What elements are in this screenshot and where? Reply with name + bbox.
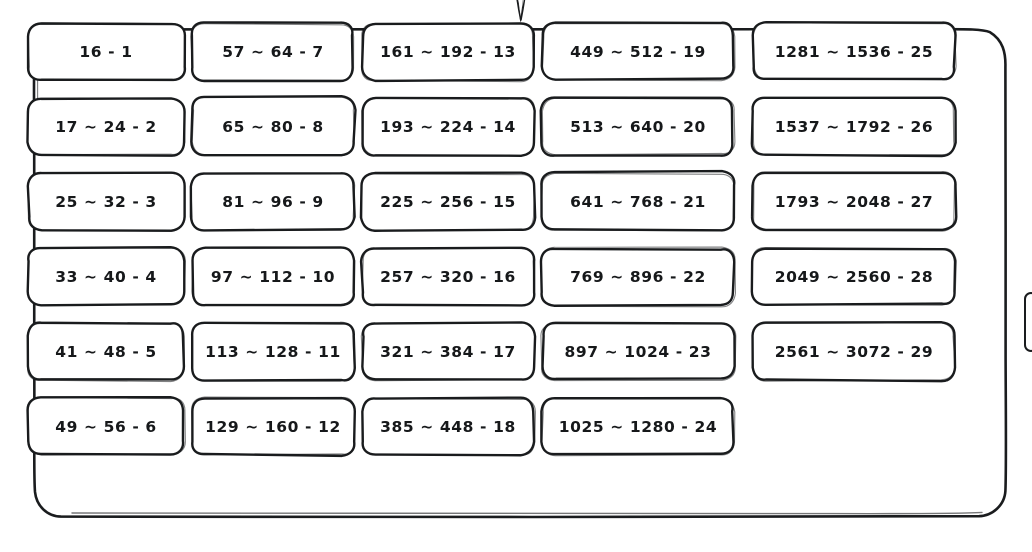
size-class-label: 25 ~ 32 - 3 [55,192,157,211]
size-class-box[interactable]: 897 ~ 1024 - 23 [540,321,737,382]
size-class-label: 97 ~ 112 - 10 [210,267,336,286]
size-class-box[interactable]: 81 ~ 96 - 9 [189,171,356,232]
size-class-box[interactable]: 2561 ~ 3072 - 29 [751,321,957,383]
size-class-label: 113 ~ 128 - 11 [205,342,341,361]
size-class-box[interactable]: 321 ~ 384 - 17 [360,321,537,382]
size-class-box[interactable]: 193 ~ 224 - 14 [360,96,536,157]
size-class-box[interactable]: 161 ~ 192 - 13 [360,21,536,83]
size-class-label: 449 ~ 512 - 19 [570,42,706,61]
offscreen-neighbor-sliver [1024,292,1032,352]
size-class-label: 17 ~ 24 - 2 [55,117,157,136]
size-class-label: 16 - 1 [79,42,133,61]
size-class-label: 81 ~ 96 - 9 [222,192,324,211]
size-class-box[interactable]: 2049 ~ 2560 - 28 [750,246,957,307]
size-class-box[interactable]: 113 ~ 128 - 11 [190,321,356,382]
size-class-box[interactable]: 97 ~ 112 - 10 [190,246,356,307]
size-class-box[interactable]: 57 ~ 64 - 7 [190,21,356,83]
size-class-box[interactable]: 449 ~ 512 - 19 [540,21,736,82]
size-class-box[interactable]: 65 ~ 80 - 8 [190,94,357,157]
size-class-label: 57 ~ 64 - 7 [222,42,324,61]
size-class-box[interactable]: 513 ~ 640 - 20 [539,96,736,157]
size-class-label: 897 ~ 1024 - 23 [564,342,712,361]
size-class-label: 769 ~ 896 - 22 [570,267,706,286]
size-class-box[interactable]: 1793 ~ 2048 - 27 [750,171,958,232]
size-class-box[interactable]: 16 - 1 [26,21,187,82]
size-class-label: 321 ~ 384 - 17 [380,342,516,361]
size-class-label: 41 ~ 48 - 5 [55,342,157,361]
size-class-label: 1281 ~ 1536 - 25 [774,42,934,61]
size-class-box[interactable]: 49 ~ 56 - 6 [26,395,186,457]
size-class-box[interactable]: 769 ~ 896 - 22 [539,246,737,308]
size-class-label: 641 ~ 768 - 21 [570,192,706,211]
size-class-label: 257 ~ 320 - 16 [380,267,516,286]
size-class-grid: 16 - 1 17 ~ 24 - 2 25 ~ 32 - 3 33 ~ 40 - 4 4… [26,21,958,458]
size-class-label: 65 ~ 80 - 8 [222,117,324,136]
size-class-label: 129 ~ 160 - 12 [205,417,341,436]
size-class-box[interactable]: 17 ~ 24 - 2 [26,96,186,157]
size-class-label: 385 ~ 448 - 18 [380,417,516,436]
size-class-box[interactable]: 25 ~ 32 - 3 [26,171,186,232]
size-class-label: 1537 ~ 1792 - 26 [774,117,934,136]
size-class-box[interactable]: 257 ~ 320 - 16 [359,246,536,307]
size-class-box[interactable]: 1025 ~ 1280 - 24 [540,396,736,457]
size-class-box[interactable]: 33 ~ 40 - 4 [26,245,186,307]
size-class-box[interactable]: 129 ~ 160 - 12 [190,396,356,458]
size-class-box[interactable]: 385 ~ 448 - 18 [360,396,536,457]
size-class-box[interactable]: 641 ~ 768 - 21 [540,169,736,232]
size-class-label: 2049 ~ 2560 - 28 [774,267,934,286]
size-class-label: 33 ~ 40 - 4 [55,267,157,286]
size-class-label: 1793 ~ 2048 - 27 [774,192,934,211]
size-class-label: 161 ~ 192 - 13 [380,42,516,61]
size-class-label: 193 ~ 224 - 14 [380,117,516,136]
size-class-box[interactable]: 1281 ~ 1536 - 25 [751,21,957,82]
size-class-box[interactable]: 1537 ~ 1792 - 26 [750,96,957,158]
size-class-label: 225 ~ 256 - 15 [380,192,516,211]
size-class-label: 49 ~ 56 - 6 [55,417,157,436]
size-class-label: 513 ~ 640 - 20 [570,117,706,136]
size-class-box[interactable]: 225 ~ 256 - 15 [359,171,537,232]
size-class-box[interactable]: 41 ~ 48 - 5 [26,321,186,383]
size-class-label: 1025 ~ 1280 - 24 [558,417,718,436]
size-class-label: 2561 ~ 3072 - 29 [774,342,934,361]
